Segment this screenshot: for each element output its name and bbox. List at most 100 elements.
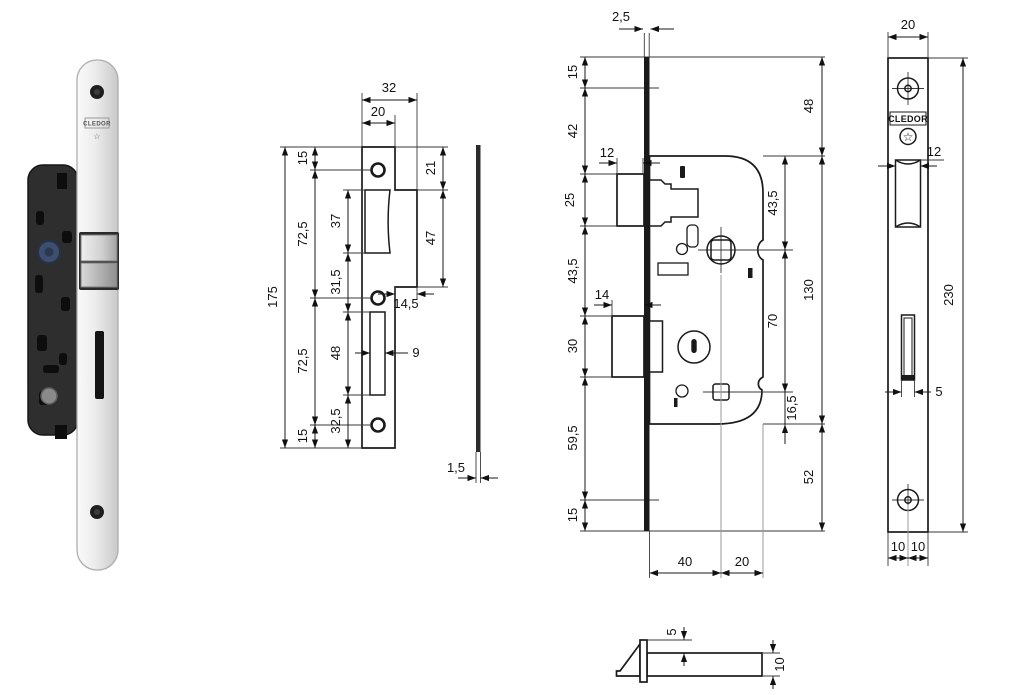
dim-label: 21	[423, 161, 438, 175]
dim-head-offset: 5	[647, 627, 692, 666]
case-right-outer-chain: 48 130 52	[801, 57, 826, 531]
dim-bolt-protrusion: 14	[594, 287, 661, 316]
dim-label: 15	[565, 65, 580, 79]
dim-label: 20	[901, 17, 915, 32]
key-cylinder	[677, 330, 711, 364]
dim-label: 5	[664, 628, 679, 635]
deadbolt-inner	[648, 320, 664, 373]
star-emblem-icon: ☆	[93, 132, 100, 141]
dim-label: 43,5	[565, 258, 580, 283]
dim-bolt-thickness: 10	[762, 640, 787, 689]
strike-hole-middle	[370, 290, 386, 306]
dim-label: 43,5	[765, 190, 780, 215]
dim-label: 30	[565, 339, 580, 353]
faceplate-drawing: CLEDOR ☆ 12 5	[878, 17, 968, 566]
brand-label: CLEDOR	[83, 122, 111, 128]
lock-body-photo	[27, 164, 100, 439]
lock-photo-panel: CLEDOR ☆	[27, 59, 119, 571]
dim-bolt-cutout-width: 5	[885, 380, 943, 399]
dim-latch-protrusion: 12	[599, 145, 660, 174]
dim-label: 48	[801, 99, 816, 113]
dim-label: 48	[328, 346, 343, 360]
dim-label: 25	[562, 193, 577, 207]
latch-tail	[648, 179, 699, 227]
dim-label: 20	[371, 104, 385, 119]
dim-label: 14,5	[393, 296, 418, 311]
dim-label: 5	[935, 384, 942, 399]
brand-plate	[84, 117, 110, 129]
strike-inner-chain: 37 31,5 48 32,5	[328, 189, 370, 448]
star-emblem-icon: ☆	[903, 130, 914, 144]
case-right-inner-chain: 43,5 70 16,5	[765, 156, 799, 444]
faceplate-photo: CLEDOR ☆	[76, 59, 119, 571]
strike-plate-drawing: 32 20 175 15 72,5 72,5 15	[265, 80, 498, 483]
dim-label: 1,5	[447, 460, 465, 475]
cylinder-hole	[40, 387, 58, 405]
dim-label: 15	[565, 508, 580, 522]
case-outline	[648, 155, 764, 425]
dim-label: 15	[295, 151, 310, 165]
latch-cutout-front	[894, 159, 922, 228]
strike-hole-bottom	[370, 417, 386, 433]
dim-label: 14	[595, 287, 609, 302]
dim-label: 40	[678, 554, 692, 569]
dim-label: 9	[412, 345, 419, 360]
latch-protrusion	[616, 173, 645, 227]
dim-lip-width: 14,5	[378, 287, 434, 311]
dim-faceplate-thickness: 2,5	[612, 9, 674, 33]
faceplate-section	[639, 639, 648, 683]
strike-side-profile: 1,5	[447, 145, 498, 483]
latch-bolt-detail: 5 10	[615, 627, 787, 689]
dim-label: 31,5	[328, 269, 343, 294]
dim-label: 72,5	[295, 348, 310, 373]
dim-label: 20	[735, 554, 749, 569]
faceplate-outline	[887, 57, 929, 533]
deadbolt-protrusion	[611, 315, 645, 378]
dim-bolt-cutout-width: 9	[355, 345, 420, 360]
bolt-cutout-front	[900, 314, 916, 381]
dim-label: 175	[265, 286, 280, 308]
latch-cutout	[364, 189, 391, 254]
dim-label: 37	[328, 214, 343, 228]
dim-label: 230	[941, 284, 956, 306]
dim-backset: 40 20	[649, 275, 764, 578]
dim-label: 70	[765, 314, 780, 328]
dim-plate-width: 20	[362, 104, 396, 147]
dim-label: 12	[927, 144, 941, 159]
bolt-cutout	[369, 311, 386, 396]
dim-label: 59,5	[565, 425, 580, 450]
dim-hole-insets: 10 10	[887, 505, 929, 566]
lock-case-drawing: 2,5 15 42 25 43,5 30 59,5 15 12	[562, 9, 826, 578]
strike-plate-outline	[361, 146, 418, 449]
dim-label: 2,5	[612, 9, 630, 24]
dim-label: 12	[600, 145, 614, 160]
latch-bolt-photo	[79, 232, 119, 290]
brand-emblem: CLEDOR ☆	[888, 111, 928, 146]
dim-label: 32,5	[328, 408, 343, 433]
dim-label: 52	[801, 470, 816, 484]
dim-label: 15	[295, 429, 310, 443]
dim-latch-cutout-width: 12	[878, 144, 944, 170]
dim-overall-height: 175	[265, 146, 362, 449]
brand-label: CLEDOR	[888, 114, 928, 124]
strike-left-chain: 15 72,5 72,5 15	[295, 147, 371, 448]
dim-label: 42	[565, 124, 580, 138]
strike-hole-top	[370, 162, 386, 178]
case-left-chain: 15 42 25 43,5 30 59,5 15	[562, 57, 617, 531]
dim-label: 10	[911, 539, 925, 554]
case-internals	[648, 166, 793, 410]
latch-shaft	[646, 652, 763, 677]
dim-label: 130	[801, 279, 816, 301]
screw-hole-target-top	[892, 72, 924, 105]
strike-right-chain: 21 47	[395, 146, 448, 288]
deadbolt-slot-photo	[95, 331, 104, 399]
dim-faceplate-height: 230	[928, 57, 968, 533]
dim-faceplate-width: 20	[887, 17, 929, 58]
follower-nut	[698, 227, 793, 273]
dim-label: 16,5	[784, 395, 799, 420]
dim-label: 32	[382, 80, 396, 95]
dim-label: 10	[772, 657, 787, 671]
dim-label: 47	[423, 231, 438, 245]
dim-label: 72,5	[295, 221, 310, 246]
